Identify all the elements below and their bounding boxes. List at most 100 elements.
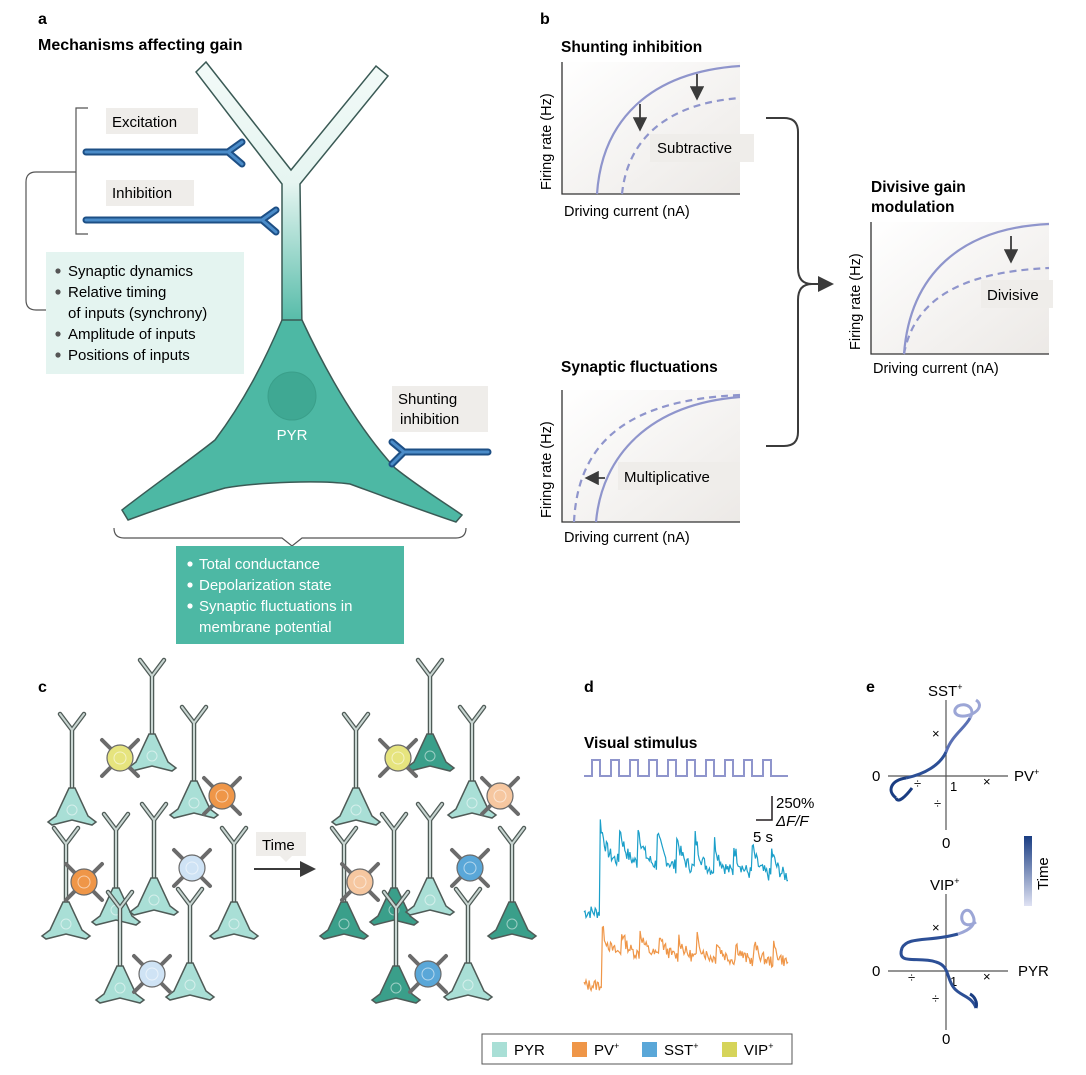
pyr-cell <box>208 825 260 940</box>
excitation-label-bg <box>106 108 198 134</box>
phase-bottom-bottom: 0 <box>942 1031 950 1048</box>
scale-y-label: 250% <box>776 795 814 812</box>
pv-cell <box>64 862 104 902</box>
plot-fluct-ylabel: Firing rate (Hz) <box>539 421 555 518</box>
pv-activity-trace <box>583 819 788 920</box>
shunting-label-line2: inhibition <box>400 411 459 428</box>
phase-top-bottom: 0 <box>942 835 950 852</box>
plot-shunting-xlabel: Driving current (nA) <box>564 204 690 220</box>
scale-y-unit: ΔF/F <box>775 813 809 830</box>
time-label-bg <box>256 832 306 856</box>
pyr-cell <box>126 657 178 772</box>
pyr-cell <box>330 711 382 826</box>
svg-text:SST+: SST+ <box>928 682 962 700</box>
pyr-dendrite <box>195 60 390 331</box>
legend-label-pyr: PYR <box>514 1042 545 1059</box>
plot-shunting-label: Subtractive <box>657 140 732 157</box>
excitation-label: Excitation <box>112 114 177 131</box>
bracket-soma <box>113 527 467 547</box>
phase-plot-vip-pyr: VIP+ PYR 0 1 0 × × ÷ ÷ <box>872 876 1049 1048</box>
phase-top-x-label: PV <box>1014 768 1034 785</box>
pyr-cell <box>318 825 370 940</box>
svg-text:PV+: PV+ <box>594 1041 619 1059</box>
pyr-cell <box>404 801 456 916</box>
panel-a-letter: a <box>38 11 47 28</box>
pyr-nucleus <box>267 371 317 421</box>
legend-label-vip: VIP <box>744 1042 768 1059</box>
plot-fluct-title: Synaptic fluctuations <box>561 359 718 376</box>
bracket-inputs <box>75 107 88 235</box>
phase-top-one: 1 <box>950 779 957 794</box>
shunting-label-line1: Shunting <box>398 391 457 408</box>
panel-e-letter: e <box>866 679 875 696</box>
phase-plot-sst-pv: SST+ PV+ 0 1 0 × × ÷ ÷ <box>872 682 1039 852</box>
pyr-cell <box>446 704 498 819</box>
stimulus-trace <box>584 759 788 777</box>
panel-a-title: Mechanisms affecting gain <box>38 37 243 54</box>
panel-b-letter: b <box>540 11 550 28</box>
legend-swatch-vip <box>722 1042 737 1057</box>
quadrant-symbol: × <box>932 726 940 741</box>
vip-cell <box>100 738 140 778</box>
pyr-soma-label: PYR <box>277 427 308 444</box>
plot-divisive: Divisive Driving current (nA) Firing rat… <box>848 222 1053 377</box>
cell-legend: PYR PV+ SST+ VIP+ <box>481 1033 793 1065</box>
plot-fluct: Multiplicative Driving current (nA) Firi… <box>539 390 741 546</box>
svg-text:SST+: SST+ <box>664 1041 698 1059</box>
list-item: Positions of inputs <box>68 347 190 364</box>
quadrant-symbol: ÷ <box>908 970 915 985</box>
network-after <box>318 657 538 1004</box>
vip-cell <box>378 738 418 778</box>
pv-cell <box>340 862 380 902</box>
quadrant-symbol: ÷ <box>932 991 939 1006</box>
pyr-cell <box>370 889 422 1004</box>
plot-fluct-label: Multiplicative <box>624 469 710 486</box>
sst-cell <box>450 848 490 888</box>
mechanism-list-box <box>46 252 244 374</box>
phase-bottom-y-label: VIP <box>930 877 954 894</box>
plot-shunting: Subtractive Driving current (nA) Firing … <box>539 62 754 220</box>
pyr-activity-trace <box>583 925 789 993</box>
quadrant-symbol: ÷ <box>914 776 921 791</box>
inhibition-label: Inhibition <box>112 185 172 202</box>
time-colorbar <box>1024 836 1032 906</box>
list-item: of inputs (synchrony) <box>68 305 207 322</box>
svg-text:VIP+: VIP+ <box>744 1041 773 1059</box>
panel-c: c Time PYR PV+ SST+ VIP+ <box>38 657 793 1065</box>
pyr-cell <box>404 657 456 772</box>
soma-factor-item: Depolarization state <box>199 577 332 594</box>
panel-c-letter: c <box>38 679 47 696</box>
plot-divisive-label: Divisive <box>987 287 1039 304</box>
combine-brace <box>766 117 813 447</box>
phase-bottom-x-label: PYR <box>1018 963 1049 980</box>
quadrant-symbol: ÷ <box>934 796 941 811</box>
panel-d: d Visual stimulus 250% ΔF/F 5 s <box>583 679 814 993</box>
pyr-soma <box>121 319 464 523</box>
pv-cell <box>480 776 520 816</box>
svg-text:VIP+: VIP+ <box>930 876 959 894</box>
time-label: Time <box>262 837 295 854</box>
sst-cell <box>408 954 448 994</box>
panel-b: b Shunting inhibition Subtractive Drivin… <box>539 11 1053 546</box>
pyr-cell <box>94 889 146 1004</box>
pyr-cell <box>128 801 180 916</box>
quadrant-symbol: × <box>932 920 940 935</box>
legend-swatch-pv <box>572 1042 587 1057</box>
phase-bottom-origin: 0 <box>872 963 880 980</box>
shunting-label-bg <box>392 386 488 432</box>
pyr-cell <box>442 886 494 1001</box>
legend-swatch-sst <box>642 1042 657 1057</box>
pyr-cell <box>46 711 98 826</box>
plot-fluct-xlabel: Driving current (nA) <box>564 530 690 546</box>
panel-d-letter: d <box>584 679 594 696</box>
sst-cell <box>132 954 172 994</box>
quadrant-symbol: × <box>983 969 991 984</box>
list-item: Amplitude of inputs <box>68 326 196 343</box>
scale-x-label: 5 s <box>753 829 773 846</box>
soma-factor-item: Total conductance <box>199 556 320 573</box>
pyr-cell <box>164 886 216 1001</box>
plot-shunting-title: Shunting inhibition <box>561 39 702 56</box>
list-item: Relative timing <box>68 284 166 301</box>
list-item: Synaptic dynamics <box>68 263 193 280</box>
phase-top-origin: 0 <box>872 768 880 785</box>
